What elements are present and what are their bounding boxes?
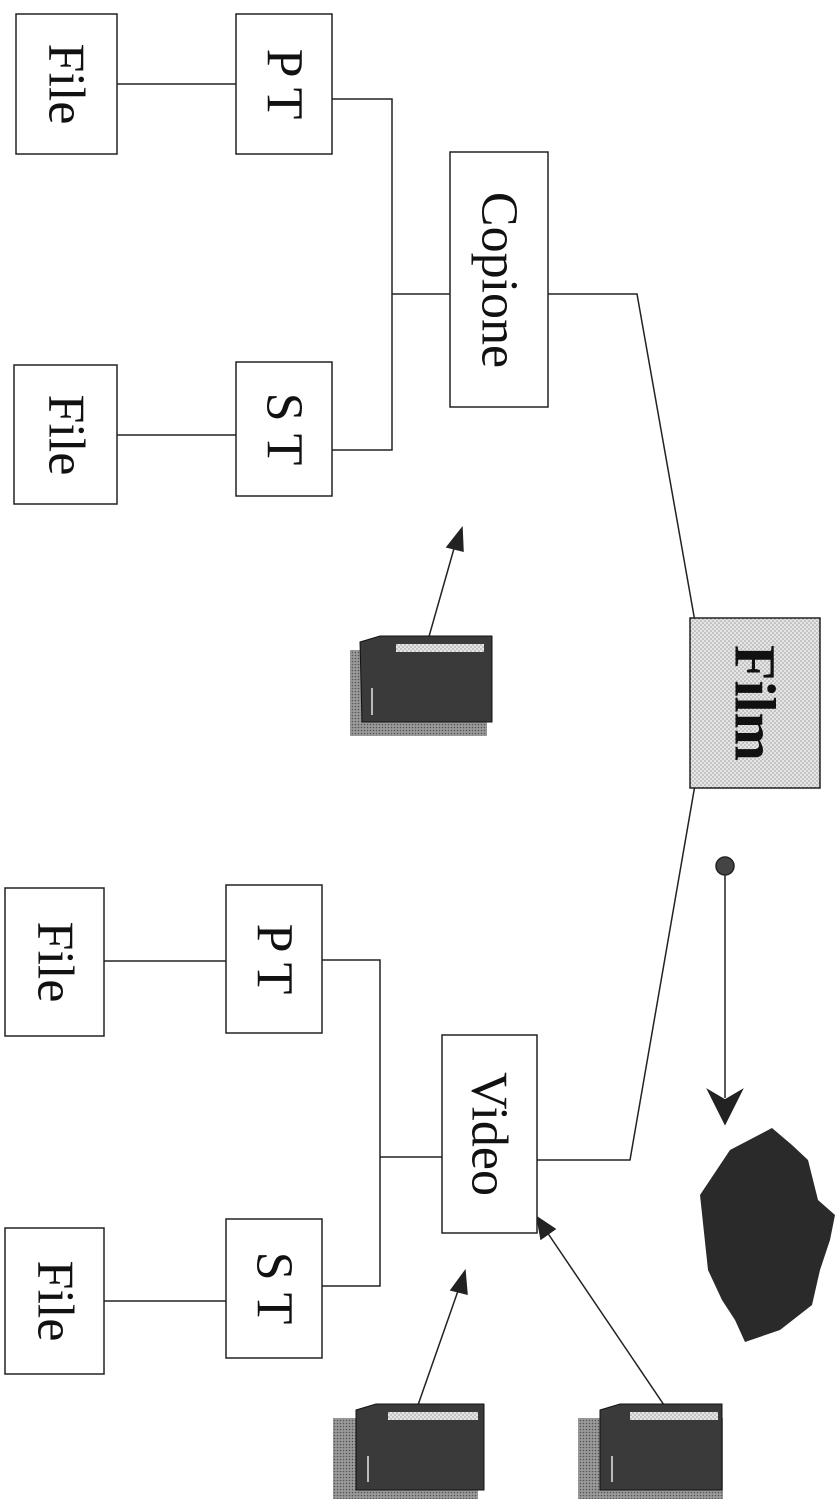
st-label: S T xyxy=(256,393,313,466)
pt-box-top xyxy=(235,13,333,155)
memory-card-icon xyxy=(578,1403,723,1499)
pt-label: P T xyxy=(256,49,313,120)
copione-label: Copione xyxy=(471,192,528,368)
st-box-top xyxy=(235,361,333,497)
arrowhead-card-bottom-right xyxy=(535,1215,557,1241)
video-box xyxy=(441,1034,538,1234)
arrows xyxy=(417,525,744,1406)
file-label: File xyxy=(38,44,95,125)
connectors xyxy=(104,83,701,1302)
file-box-top-right xyxy=(13,364,118,505)
arrow-card-bottom-right xyxy=(546,1231,665,1406)
rock-icon xyxy=(700,1128,835,1342)
pt-box-bottom xyxy=(225,884,323,1034)
film-box xyxy=(689,617,821,789)
connector-video-film xyxy=(537,755,701,1161)
copione-box xyxy=(449,151,549,408)
arrow-card-bottom-left xyxy=(417,1287,460,1406)
file-label: File xyxy=(38,395,95,476)
memory-card-icon xyxy=(350,635,493,736)
st-label: S T xyxy=(246,1252,303,1325)
connector-copione-film xyxy=(548,293,701,651)
film-label: Film xyxy=(723,645,788,761)
arrowhead-card-top xyxy=(445,525,464,552)
file-box-bottom-right xyxy=(4,1227,105,1375)
file-box-top-left xyxy=(15,13,118,155)
pin-head-icon xyxy=(715,856,735,876)
memory-card-icon xyxy=(333,1403,485,1499)
file-label: File xyxy=(27,922,84,1003)
connector-pt-st-bottom xyxy=(322,959,381,1287)
pt-label: P T xyxy=(246,924,303,995)
pin-arrowhead-icon xyxy=(706,1088,744,1126)
arrowhead-card-bottom-left xyxy=(449,1268,468,1295)
st-box-bottom xyxy=(225,1218,323,1359)
connector-pt-st-top xyxy=(332,98,393,451)
file-label: File xyxy=(27,1261,84,1342)
video-label: Video xyxy=(461,1072,518,1196)
file-box-bottom-left xyxy=(4,887,105,1037)
arrow-card-top xyxy=(427,544,456,641)
